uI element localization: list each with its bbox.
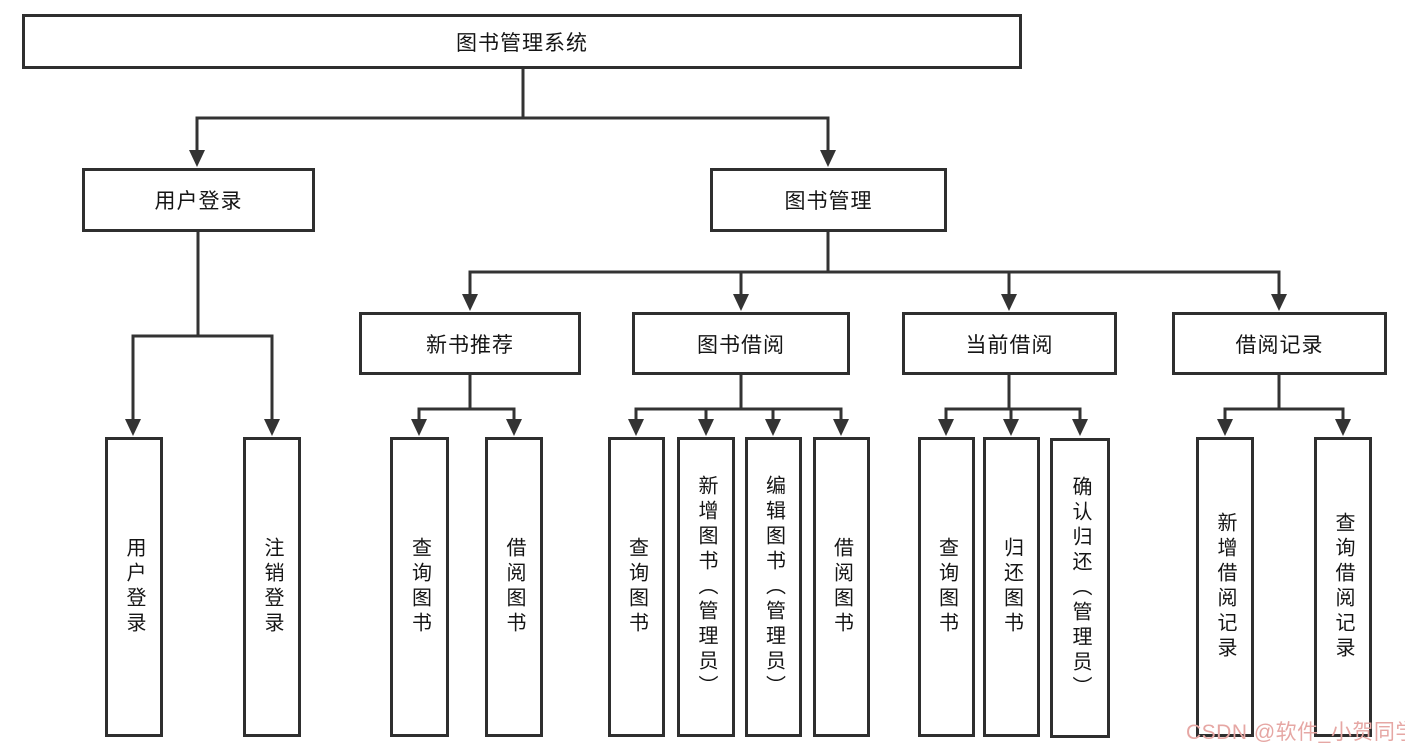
node-book-borrowing: 图书借阅: [632, 312, 850, 375]
node-query-borrow-record: 查询借阅记录: [1314, 437, 1372, 737]
node-logout-leaf: 注销登录: [243, 437, 301, 737]
node-query-books-3: 查询图书: [918, 437, 975, 737]
node-query-books-2: 查询图书: [608, 437, 665, 737]
node-add-borrow-record: 新增借阅记录: [1196, 437, 1254, 737]
node-user-login-leaf: 用户登录: [105, 437, 163, 737]
node-query-books-1: 查询图书: [390, 437, 449, 737]
node-new-book-recommend: 新书推荐: [359, 312, 581, 375]
node-return-books: 归还图书: [983, 437, 1040, 737]
node-root: 图书管理系统: [22, 14, 1022, 69]
node-confirm-return-admin: 确认归还（管理员）: [1050, 438, 1110, 738]
node-book-management: 图书管理: [710, 168, 947, 232]
node-user-login: 用户登录: [82, 168, 315, 232]
node-edit-books-admin: 编辑图书（管理员）: [745, 437, 802, 737]
node-current-borrowing: 当前借阅: [902, 312, 1117, 375]
node-borrow-records: 借阅记录: [1172, 312, 1387, 375]
arrowhead-icons: [125, 150, 1351, 436]
node-add-books-admin: 新增图书（管理员）: [677, 437, 735, 737]
node-borrow-books-2: 借阅图书: [813, 437, 870, 737]
node-borrow-books-1: 借阅图书: [485, 437, 543, 737]
csdn-watermark: CSDN @软件_小贺同学: [1186, 721, 1405, 744]
